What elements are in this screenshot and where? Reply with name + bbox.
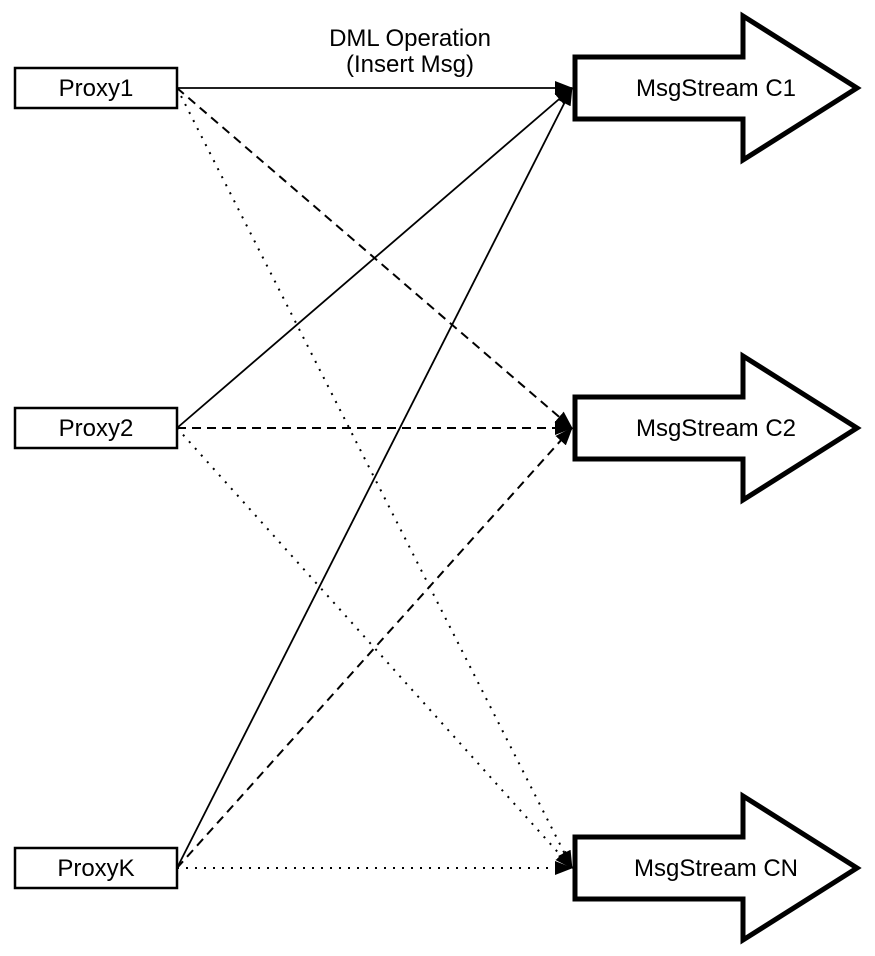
proxy2-label: Proxy2 [59,415,134,442]
proxy2-node: Proxy2 [13,406,179,450]
proxy1-box [13,66,179,110]
msgstream-c2-node: MsgStream C2 [572,351,862,505]
msgstream-c2-arrow-shape [572,351,862,505]
proxy1-label: Proxy1 [59,75,134,102]
msgstream-c1-node: MsgStream C1 [572,11,862,165]
edges-layer [176,81,573,875]
msgstream-cn-label: MsgStream CN [634,855,798,882]
msgstream-c2-label: MsgStream C2 [636,415,796,442]
proxy2-box [13,406,179,450]
proxyk-node: ProxyK [13,846,179,890]
msgstream-c1-arrow-shape [572,11,862,165]
diagram-title-line1: DML Operation [329,25,491,52]
proxy1-node: Proxy1 [13,66,179,110]
edge-proxyk-to-c1 [176,87,573,869]
proxyk-label: ProxyK [57,855,134,882]
proxyk-box [13,846,179,890]
edge-proxyk-to-c2 [176,427,573,869]
edge-proxy1-to-c2 [176,87,573,429]
diagram-title-line2: (Insert Msg) [346,51,474,78]
msgstream-c1-label: MsgStream C1 [636,75,796,102]
edge-proxy1-to-cn [176,87,573,869]
msgstream-cn-node: MsgStream CN [572,791,862,945]
msgstream-cn-arrow-shape [572,791,862,945]
